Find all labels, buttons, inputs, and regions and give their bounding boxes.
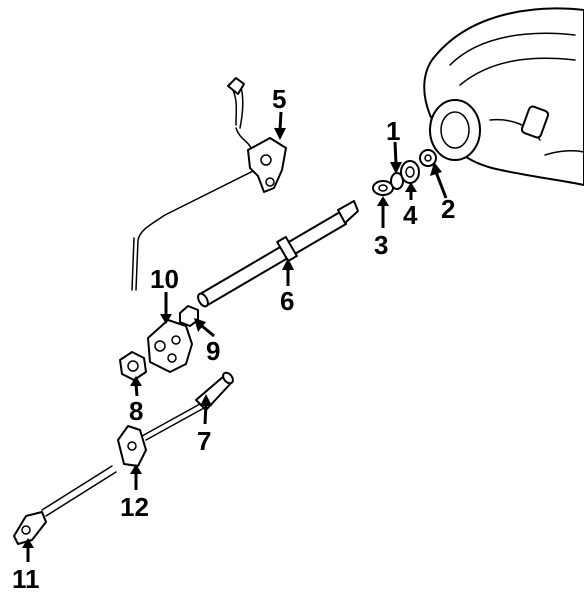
callout-4: 4 (403, 200, 418, 230)
callout-8: 8 (129, 396, 143, 426)
washer-part-1 (390, 172, 404, 190)
nut-part-4 (400, 160, 420, 184)
callout-7: 7 (197, 426, 211, 456)
bracket-housing-10 (147, 319, 193, 373)
nut-part-8 (119, 351, 147, 381)
callout-11: 11 (12, 564, 40, 594)
nut-part-3 (372, 180, 394, 196)
callout-12: 12 (120, 492, 149, 522)
callout-2: 2 (441, 194, 455, 224)
callout-3: 3 (374, 230, 388, 260)
callout-9: 9 (206, 336, 220, 366)
callout-labels: 1 2 3 4 5 6 7 8 9 10 11 12 (12, 84, 455, 594)
intermediate-shaft-7 (141, 371, 234, 441)
callout-10: 10 (150, 264, 179, 294)
callout-6: 6 (280, 286, 294, 316)
washer-part-2 (419, 149, 437, 167)
callout-5: 5 (272, 84, 286, 114)
u-joint-12 (117, 425, 147, 467)
nut-part-9 (179, 305, 199, 327)
lower-shaft-11 (13, 465, 117, 545)
steering-wheel (423, 7, 584, 186)
steering-shaft-6 (197, 200, 359, 308)
callout-1: 1 (386, 116, 400, 146)
leader-lines (22, 111, 448, 562)
shift-cable-assembly-5 (131, 77, 287, 291)
